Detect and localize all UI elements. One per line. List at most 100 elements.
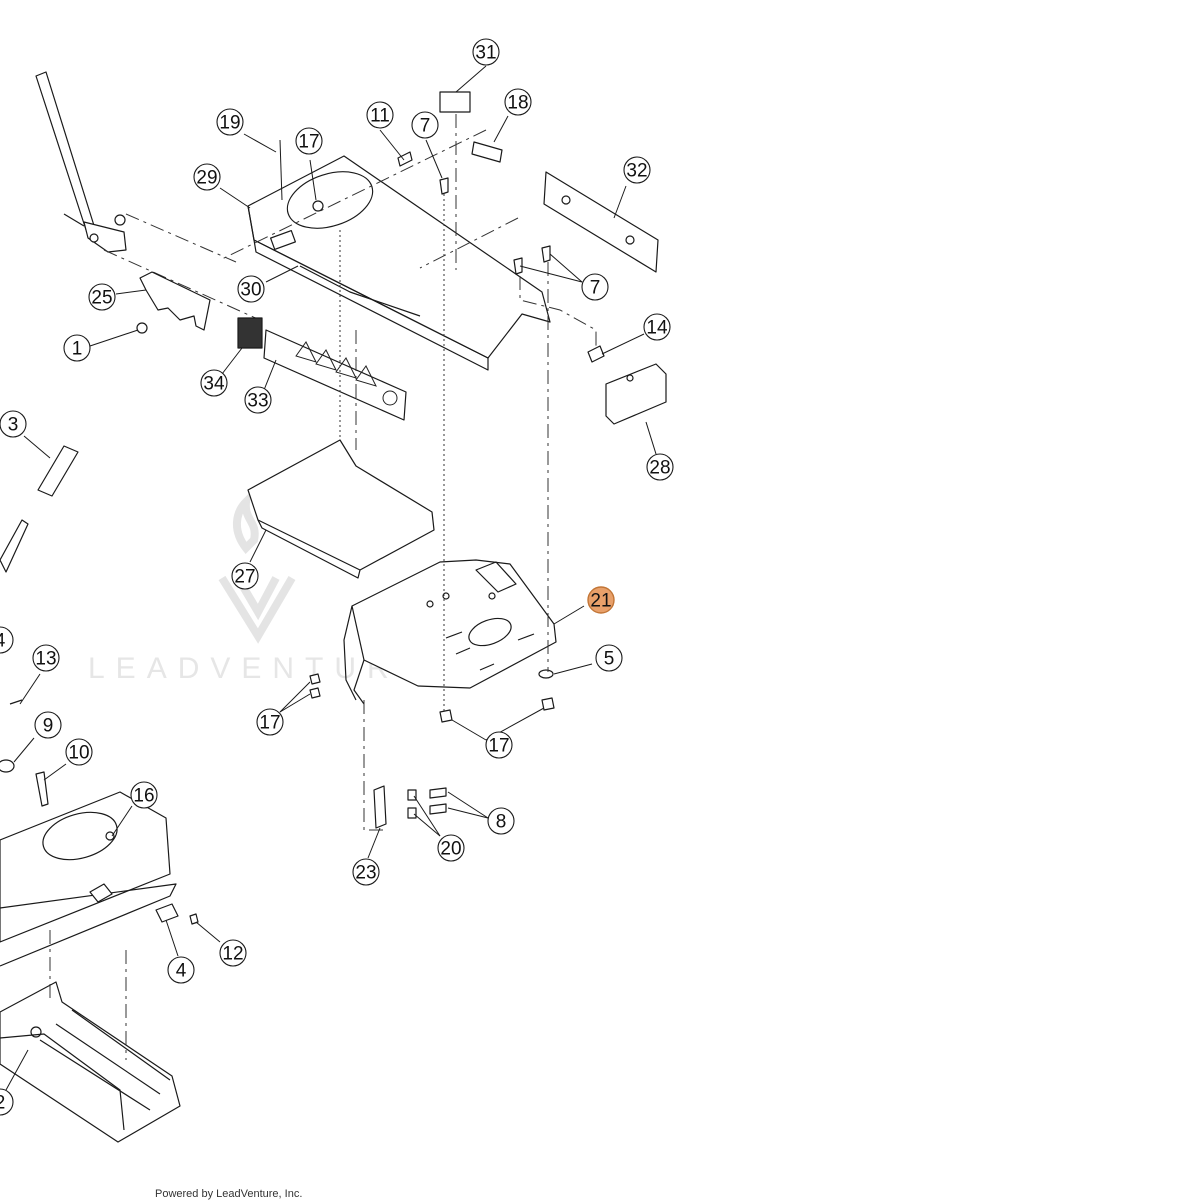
callout-4[interactable]: 4	[167, 956, 195, 984]
nut-part-17b-left	[439, 709, 453, 723]
tray-part-27	[247, 439, 435, 571]
bolt-part-11	[397, 151, 413, 167]
nut-part-17b-right	[541, 697, 555, 711]
callout-circle[interactable]	[0, 410, 27, 438]
callout-5[interactable]: 5	[595, 644, 623, 672]
callout-circle[interactable]	[295, 127, 323, 155]
callout-circle[interactable]	[411, 111, 439, 139]
callout-18[interactable]: 18	[504, 88, 532, 116]
callout-25[interactable]: 25	[88, 283, 116, 311]
cover-hole	[626, 374, 634, 382]
callout-28[interactable]: 28	[646, 453, 674, 481]
callout-circle[interactable]	[244, 386, 272, 414]
callout-13[interactable]: 13	[32, 644, 60, 672]
cover-part-28	[605, 363, 667, 425]
callout-circle[interactable]	[472, 38, 500, 66]
callout-circle[interactable]	[65, 738, 93, 766]
callout-17[interactable]: 17	[256, 708, 284, 736]
callout-label: 27	[234, 567, 255, 588]
callout-17[interactable]: 17	[295, 127, 323, 155]
callout-29[interactable]: 29	[193, 163, 221, 191]
callout-circle[interactable]	[485, 731, 513, 759]
callout-3[interactable]: 3	[0, 410, 27, 438]
callout-label: 23	[355, 863, 376, 884]
seat-plate-part-21	[343, 559, 557, 705]
callout-circle[interactable]	[366, 101, 394, 129]
callout-label: 33	[247, 391, 268, 412]
callout-17[interactable]: 17	[485, 731, 513, 759]
callout-circle[interactable]	[581, 273, 609, 301]
callout-circle[interactable]	[643, 313, 671, 341]
callout-label: 10	[68, 743, 89, 764]
callout-circle[interactable]	[34, 711, 62, 739]
callout-12[interactable]: 12	[219, 939, 247, 967]
callout-7[interactable]: 7	[581, 273, 609, 301]
callout-circle[interactable]	[0, 1088, 14, 1116]
callout-label: 14	[646, 318, 668, 339]
tray-edge	[257, 519, 361, 579]
callout-circle[interactable]	[216, 108, 244, 136]
callout-circle[interactable]	[219, 939, 247, 967]
callout-circle[interactable]	[193, 163, 221, 191]
callout-14[interactable]: 14	[643, 313, 671, 341]
callout-circle[interactable]	[63, 334, 91, 362]
hinge-part-23	[373, 785, 387, 829]
callout-circle[interactable]	[88, 283, 116, 311]
callout-27[interactable]: 27	[231, 562, 259, 590]
decal-part-18	[471, 141, 503, 163]
callout-circle[interactable]	[167, 956, 195, 984]
callout-label: 21	[590, 591, 611, 612]
decal-hole-b	[625, 235, 635, 245]
callout-23[interactable]: 23	[352, 858, 380, 886]
callout-label: 2	[0, 1093, 5, 1114]
callout-circle[interactable]	[256, 708, 284, 736]
callout-31[interactable]: 31	[472, 38, 500, 66]
callout-34[interactable]: 34	[200, 369, 228, 397]
callout-label: 28	[649, 458, 670, 479]
callout-circle[interactable]	[504, 88, 532, 116]
callout-circle[interactable]	[595, 644, 623, 672]
callout-32[interactable]: 32	[623, 156, 651, 184]
hand-lever-assembly	[35, 71, 127, 253]
callout-10[interactable]: 10	[65, 738, 93, 766]
callout-33[interactable]: 33	[244, 386, 272, 414]
callout-circle[interactable]	[32, 644, 60, 672]
bushing-part-20a	[407, 789, 417, 801]
callout-circle[interactable]	[587, 586, 615, 614]
callout-label: 8	[496, 812, 507, 833]
callout-20[interactable]: 20	[437, 834, 465, 862]
bolt-part-7c	[541, 245, 551, 263]
callout-8[interactable]: 8	[487, 807, 515, 835]
callout-circle[interactable]	[646, 453, 674, 481]
rod-part-3	[37, 445, 79, 497]
alignment-lines	[49, 114, 597, 1060]
callout-4[interactable]: 4	[0, 626, 14, 654]
callout-label: 13	[35, 649, 56, 670]
callout-7[interactable]: 7	[411, 111, 439, 139]
console-housing-part-29	[247, 155, 551, 371]
callout-circle[interactable]	[0, 626, 14, 654]
callout-21[interactable]: 21	[587, 586, 615, 614]
callout-label: 29	[196, 168, 217, 189]
callout-label: 4	[0, 631, 6, 652]
callout-circle[interactable]	[231, 562, 259, 590]
callout-circle[interactable]	[437, 834, 465, 862]
callout-circle[interactable]	[200, 369, 228, 397]
callout-label: 17	[488, 736, 509, 757]
callout-16[interactable]: 16	[130, 781, 158, 809]
callout-1[interactable]: 1	[63, 334, 91, 362]
callout-9[interactable]: 9	[34, 711, 62, 739]
screw-part-1	[136, 322, 148, 334]
callout-19[interactable]: 19	[216, 108, 244, 136]
decal-part-32	[543, 171, 659, 273]
callout-circle[interactable]	[352, 858, 380, 886]
callout-circle[interactable]	[130, 781, 158, 809]
callout-11[interactable]: 11	[366, 101, 394, 129]
callout-30[interactable]: 30	[237, 275, 265, 303]
callout-circle[interactable]	[237, 275, 265, 303]
callout-circle[interactable]	[623, 156, 651, 184]
washer-part-5	[538, 669, 554, 679]
callout-circle[interactable]	[487, 807, 515, 835]
callout-2[interactable]: 2	[0, 1088, 14, 1116]
